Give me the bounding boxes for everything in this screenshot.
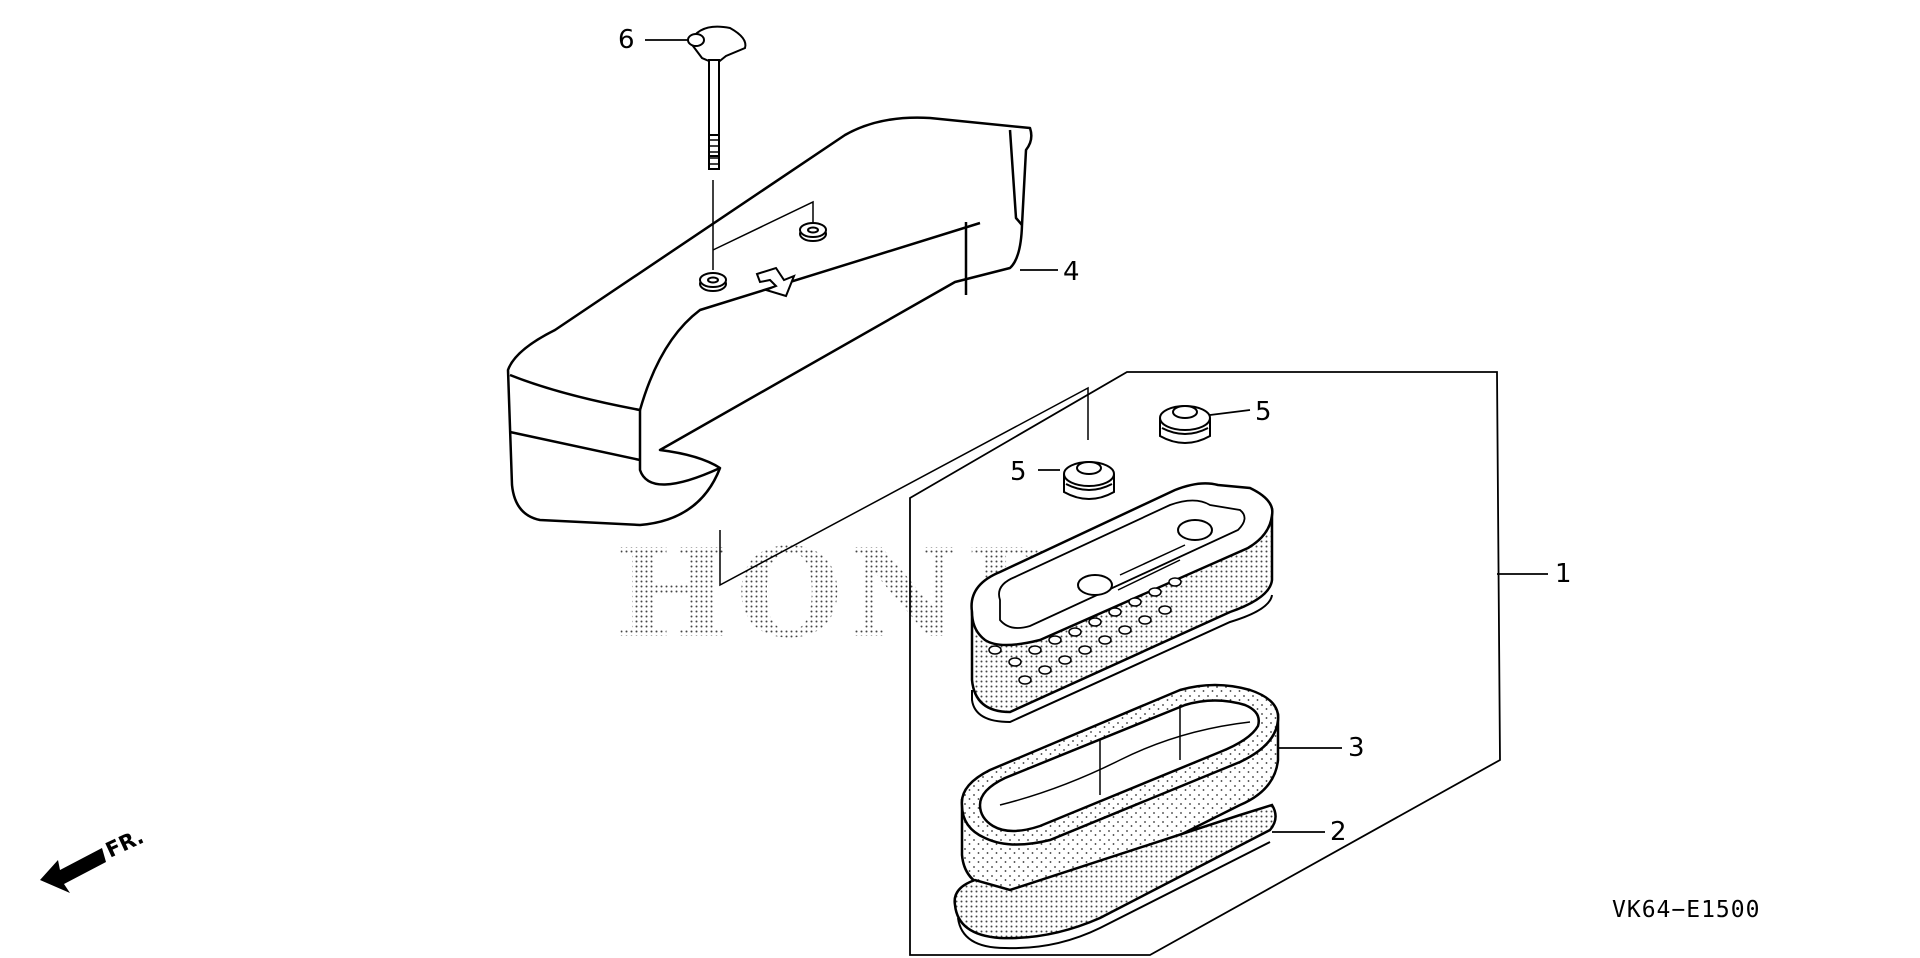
air-cleaner-cover [506,116,1033,527]
cover-assembly-lines [712,180,814,270]
callout-1: 1 [1555,559,1572,589]
drawing-code: VK64−E1500 [1612,897,1760,923]
callout-5: 5 [1010,457,1027,487]
leader-lines [645,39,1342,833]
wing-bolt [687,25,747,170]
front-label: FR. [102,824,147,862]
callout-5: 5 [1255,397,1272,427]
grommet-part-5b [1063,461,1115,500]
assembly-bracket-part-1 [909,371,1548,956]
callout-4: 4 [1063,257,1080,287]
callout-6: 6 [618,25,635,55]
direction-arrow-icon [755,266,796,298]
grommet-part-5a [1159,405,1211,444]
callout-2: 2 [1330,817,1347,847]
cover-grommets [699,222,827,292]
paper-filter-element [970,482,1274,724]
cover-element-assembly-line [719,386,1089,587]
gasket [953,803,1277,950]
callout-3: 3 [1348,733,1365,763]
front-arrow-icon [40,848,106,893]
